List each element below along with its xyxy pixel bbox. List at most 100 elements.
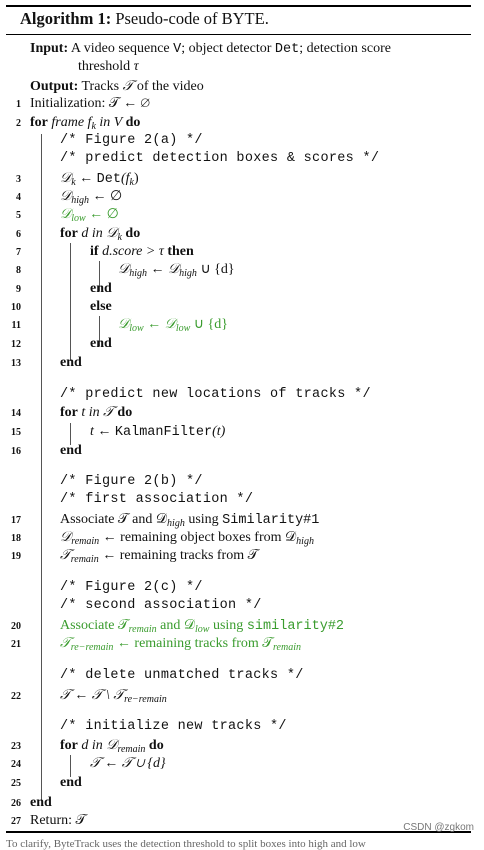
line-14: 14 for t in 𝒯 do xyxy=(0,403,484,422)
output-tracks-symbol: 𝒯 xyxy=(122,79,134,94)
comment-figure-2c: /* Figure 2(c) */ xyxy=(60,580,203,595)
line-text: t in 𝒯 xyxy=(77,405,118,420)
line-number: 15 xyxy=(11,427,21,438)
line-text: ← ∅ xyxy=(88,189,123,204)
line-text: ← 𝒟 xyxy=(146,262,180,277)
line-25: 25 end xyxy=(0,773,484,792)
line-22: 22 𝒯 ← 𝒯 \ 𝒯re−remain xyxy=(0,686,484,705)
output-line: Output: Tracks 𝒯 of the video xyxy=(30,77,204,96)
subscript: low xyxy=(175,323,191,334)
line-5: 5 𝒟low ← ∅ xyxy=(0,205,484,224)
function-name: Det xyxy=(96,172,121,187)
line-text: (t) xyxy=(212,424,226,439)
keyword-else: else xyxy=(90,299,112,314)
keyword-do: do xyxy=(125,115,141,130)
keyword-then: then xyxy=(167,244,194,259)
comment-first-association: /* first association */ xyxy=(60,492,254,507)
line-text: d in 𝒟 xyxy=(77,738,118,753)
line-15: 15 t ← KalmanFilter(t) xyxy=(0,422,484,441)
line-text: 𝒯 ← 𝒯 ∪ {d} xyxy=(90,756,166,771)
line-18: 18 𝒟remain ← remaining object boxes from… xyxy=(0,528,484,547)
block-bar-else xyxy=(99,316,100,346)
comment-delete-unmatched: /* delete unmatched tracks */ xyxy=(60,668,304,683)
input-label: Input: xyxy=(30,41,69,56)
comment-figure-2a: /* Figure 2(a) */ xyxy=(60,133,203,148)
comment-initialize-tracks: /* initialize new tracks */ xyxy=(60,719,287,734)
subscript: high xyxy=(167,518,185,529)
function-name: Similarity#1 xyxy=(222,513,320,528)
algorithm-title: Algorithm 1: Pseudo-code of BYTE. xyxy=(20,9,269,29)
line-9: 9 end xyxy=(0,279,484,298)
line-27: 27 Return: 𝒯 xyxy=(0,811,484,830)
output-rest: of the video xyxy=(133,79,204,94)
subscript: re−remain xyxy=(124,694,167,705)
keyword-do: do xyxy=(121,226,141,241)
line-text: Associate 𝒯 and 𝒟 xyxy=(60,512,168,527)
subscript: high xyxy=(179,268,197,279)
comment-predict-tracks: /* predict new locations of tracks */ xyxy=(60,387,371,402)
line-number: 8 xyxy=(16,265,21,276)
input-text-c: ; detection score xyxy=(299,41,391,56)
line-text: 𝒟 xyxy=(118,262,130,277)
input-video-symbol: V xyxy=(173,42,182,57)
title-rule xyxy=(6,34,471,35)
subscript: low xyxy=(195,624,210,635)
line-number: 12 xyxy=(11,339,21,350)
algorithm-label: Algorithm 1: xyxy=(20,9,112,28)
line-text: using xyxy=(184,512,223,527)
keyword-for: for xyxy=(60,226,78,241)
algorithm-name: Pseudo-code of BYTE. xyxy=(115,9,269,28)
line-23: 23 for d in 𝒟remain do xyxy=(0,736,484,755)
line-11: 11 𝒟low ← 𝒟low ∪ {d} xyxy=(0,315,484,334)
keyword-do: do xyxy=(117,405,133,420)
input-text-b: ; object detector xyxy=(181,41,275,56)
line-19: 19 𝒯remain ← remaining tracks from 𝒯 xyxy=(0,546,484,565)
line-text: ← remaining object boxes from 𝒟 xyxy=(99,530,297,545)
block-bar-for-new xyxy=(70,755,71,777)
line-number: 23 xyxy=(11,741,21,752)
keyword-end: end xyxy=(60,355,82,370)
bottom-rule xyxy=(6,831,471,833)
line-text: 𝒟 xyxy=(118,317,130,332)
subscript: k xyxy=(117,232,122,243)
subscript: remain xyxy=(117,744,146,755)
output-text: Tracks xyxy=(81,79,123,94)
line-16: 16 end xyxy=(0,441,484,460)
line-1: 1 Initialization: 𝒯 ← ∅ xyxy=(0,94,484,113)
line-text: 𝒟 xyxy=(60,530,72,545)
keyword-end: end xyxy=(90,281,112,296)
line-number: 6 xyxy=(16,229,21,240)
line-7: 7 if d.score > τ then xyxy=(0,242,484,261)
line-12: 12 end xyxy=(0,334,484,353)
line-number: 21 xyxy=(11,639,21,650)
block-bar-for-frame xyxy=(41,134,42,800)
line-text: using xyxy=(209,618,247,633)
input-detector: Det xyxy=(274,42,300,57)
line-26: 26 end xyxy=(0,793,484,812)
line-text: ← remaining tracks from 𝒯 xyxy=(98,548,259,563)
line-number: 9 xyxy=(16,284,21,295)
subscript: re−remain xyxy=(70,642,114,653)
line-number: 7 xyxy=(16,247,21,258)
line-number: 10 xyxy=(11,302,21,313)
line-2: 2 for frame fk in V do xyxy=(0,113,484,132)
line-number: 17 xyxy=(11,515,21,526)
line-text: Initialization: 𝒯 ← ∅ xyxy=(30,96,150,111)
line-13: 13 end xyxy=(0,353,484,372)
subscript: high xyxy=(71,195,89,206)
line-number: 5 xyxy=(16,210,21,221)
input-tau: τ xyxy=(133,59,139,74)
input-text: A video sequence xyxy=(70,41,174,56)
block-bar-if xyxy=(99,261,100,291)
keyword-for: for xyxy=(60,405,78,420)
line-text: 𝒯 xyxy=(60,548,71,563)
subscript: k xyxy=(71,177,76,188)
line-number: 18 xyxy=(11,533,21,544)
keyword-end: end xyxy=(60,775,82,790)
line-21: 21 𝒯re−remain ← remaining tracks from 𝒯r… xyxy=(0,634,484,653)
line-text: and 𝒟 xyxy=(156,618,196,633)
line-number: 19 xyxy=(11,551,21,562)
line-6: 6 for d in 𝒟k do xyxy=(0,224,484,243)
line-number: 4 xyxy=(16,192,21,203)
line-text: Return: 𝒯 xyxy=(30,813,87,828)
